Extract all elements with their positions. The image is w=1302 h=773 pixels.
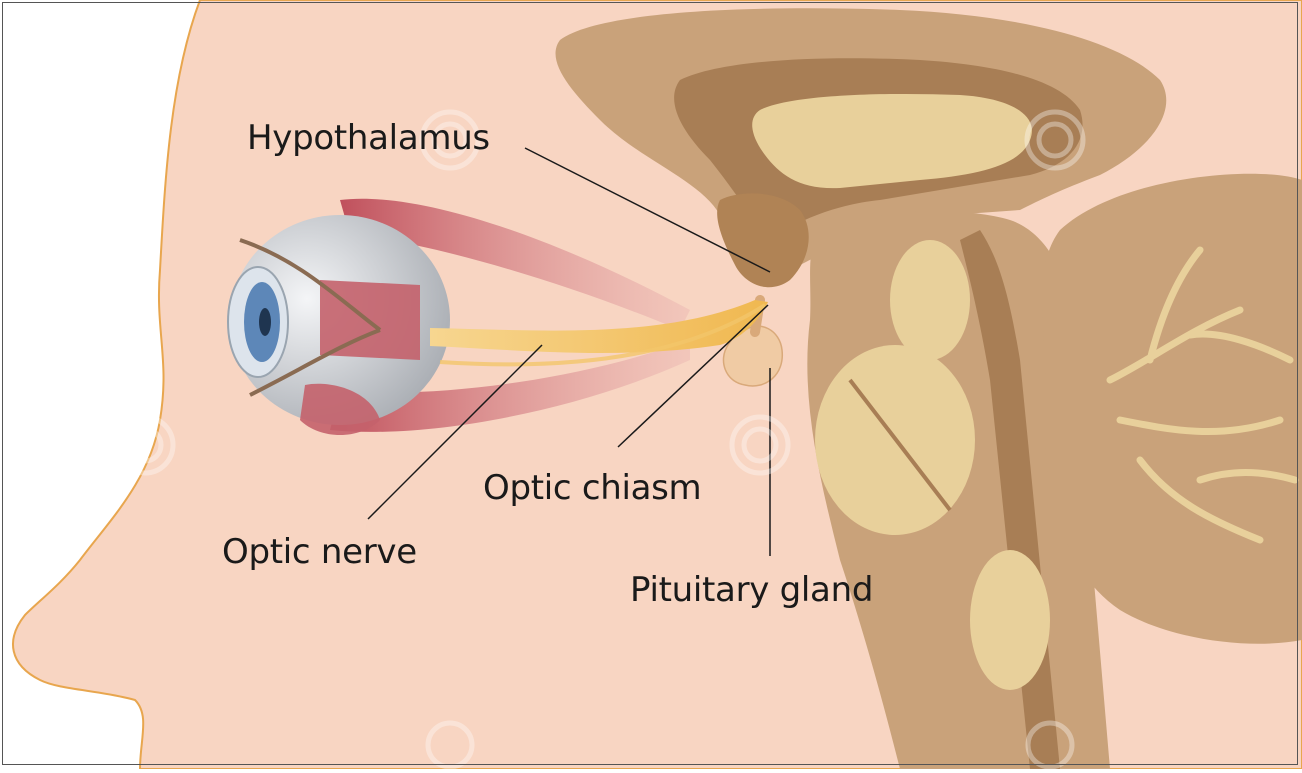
optic-chiasm-label: Optic chiasm (483, 468, 701, 508)
medulla (970, 550, 1050, 690)
optic-nerve-label: Optic nerve (222, 532, 417, 572)
pupil (259, 308, 271, 336)
pituitary-gland-label: Pituitary gland (630, 570, 873, 610)
midbrain-lobe (890, 240, 970, 360)
hypothalamus-label: Hypothalamus (247, 118, 490, 158)
